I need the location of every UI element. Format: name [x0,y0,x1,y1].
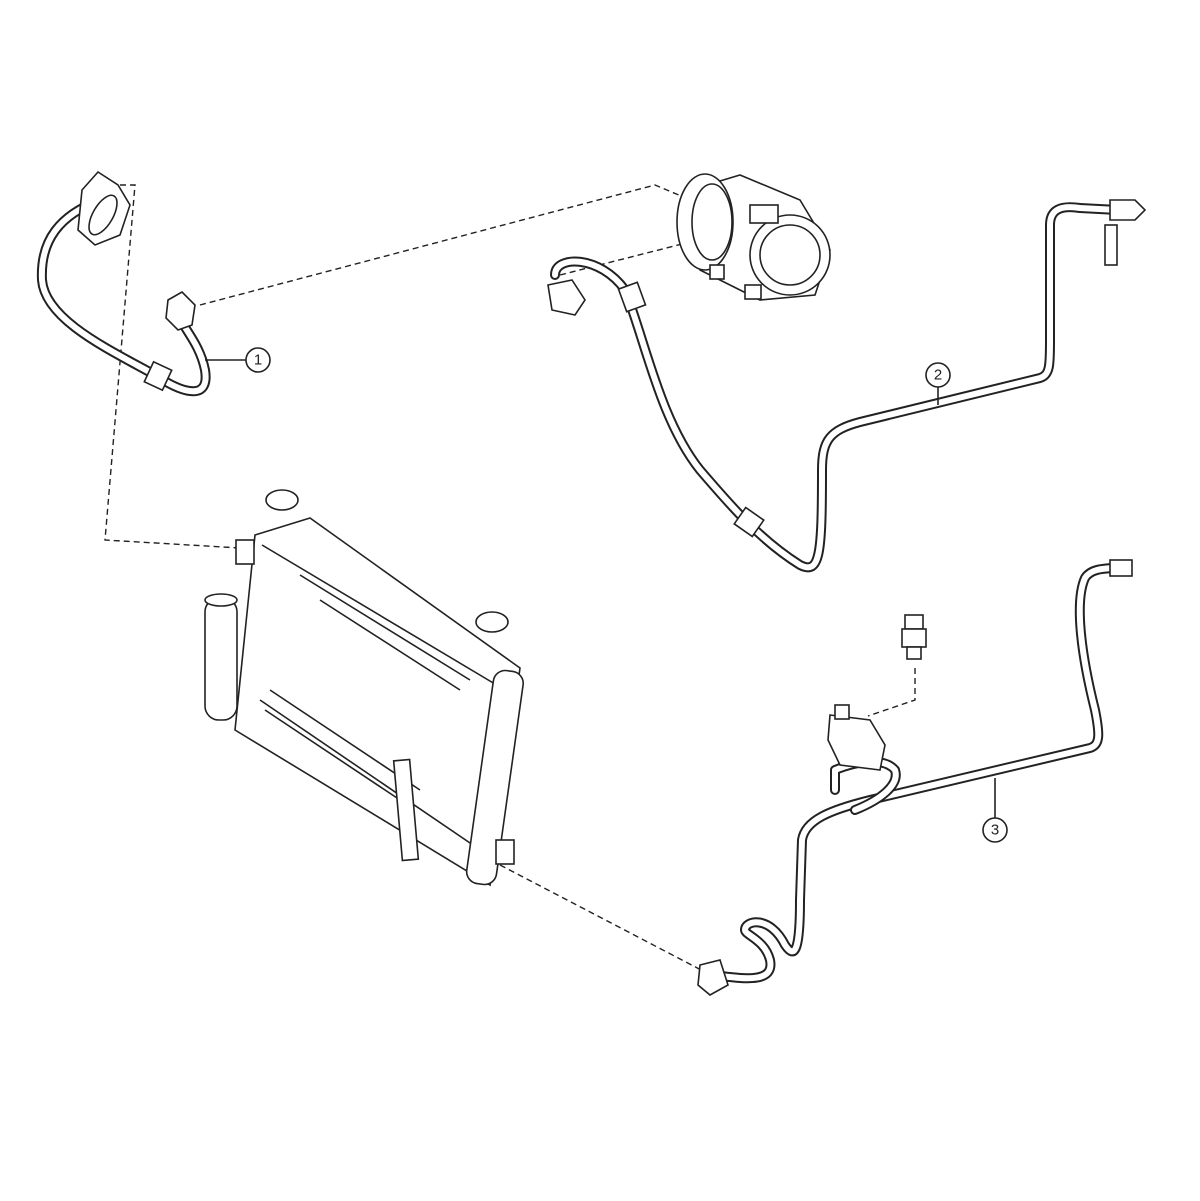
callout-3: 3 [982,778,1008,843]
pipe-3 [697,559,1133,996]
callout-label-3: 3 [991,822,999,839]
condenser [204,489,524,887]
pipe-2 [547,199,1147,573]
hose-1 [36,170,211,397]
callout-label-2: 2 [934,367,942,384]
callout-label-1: 1 [254,352,262,369]
compressor [676,173,831,301]
pressure-switch [901,614,927,660]
callout-1: 1 [205,347,271,373]
dashed-guides [100,184,916,973]
callout-2: 2 [925,362,951,405]
